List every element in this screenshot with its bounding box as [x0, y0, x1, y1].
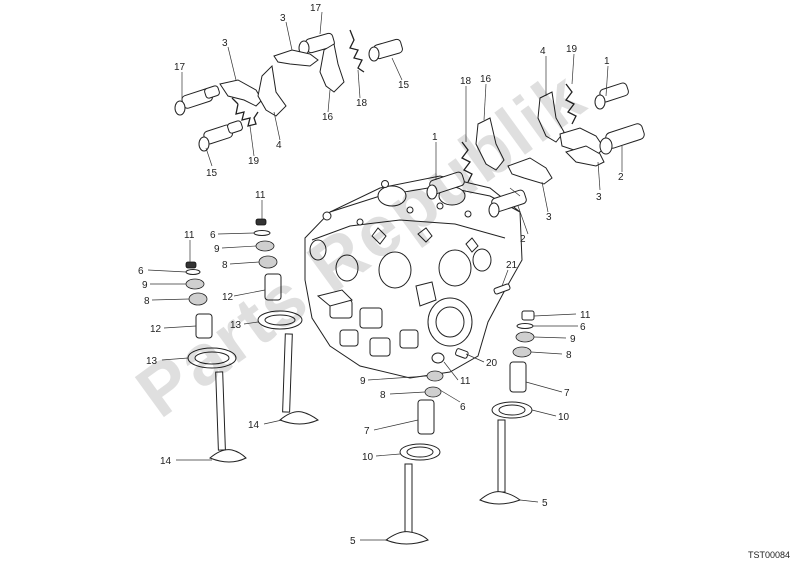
callout: 17 [310, 3, 322, 14]
callout: 17 [174, 62, 186, 73]
callout: 3 [222, 38, 228, 49]
plug-fitting [455, 348, 469, 359]
callout: 3 [280, 13, 286, 24]
callout: 14 [248, 420, 260, 431]
rocker-shaft [594, 82, 629, 110]
callout: 7 [564, 388, 570, 399]
callout: 8 [380, 390, 386, 401]
callout: 5 [350, 536, 356, 547]
drawing-code: TST00084 [748, 550, 790, 560]
callout: 11 [580, 310, 591, 321]
callout: 14 [160, 456, 172, 467]
rocker-arm [565, 145, 605, 167]
rocker-shaft [368, 38, 403, 62]
rocker-group-right [426, 82, 645, 218]
callout: 12 [222, 292, 234, 303]
callout: 16 [480, 74, 492, 85]
valve-assembly-left-a [185, 261, 247, 463]
callout: 19 [248, 156, 260, 167]
callout: 8 [144, 296, 150, 307]
rocker-shaft [599, 123, 645, 155]
cylinder-head [304, 175, 523, 379]
callout: 18 [356, 98, 368, 109]
finger-follower [475, 117, 505, 171]
rocker-shaft [198, 120, 243, 152]
callout: 4 [540, 46, 546, 57]
callout: 2 [618, 172, 624, 183]
callout: 15 [206, 168, 218, 179]
callout: 3 [596, 192, 602, 203]
rocker-arm [219, 79, 263, 107]
callout: 20 [486, 358, 498, 369]
valve-assembly-right [479, 310, 535, 505]
callout: 6 [138, 266, 144, 277]
rocker-spring [349, 29, 365, 73]
callout: 16 [322, 112, 334, 123]
callout: 1 [432, 132, 438, 143]
callout: 9 [214, 244, 220, 255]
callout: 6 [580, 322, 586, 333]
callout: 9 [142, 280, 148, 291]
callout: 7 [364, 426, 370, 437]
plug-fitting [493, 283, 511, 295]
callout: 10 [362, 452, 374, 463]
callout: 18 [460, 76, 472, 87]
callout: 15 [398, 80, 410, 91]
rocker-arm [559, 127, 605, 157]
callout-labels: 17 3 3 17 16 18 15 4 19 15 4 19 1 18 16 … [138, 3, 624, 547]
rocker-group-left [174, 29, 403, 152]
callout: 9 [570, 334, 576, 345]
finger-follower [257, 64, 287, 117]
rocker-shaft [488, 189, 527, 218]
callout: 21 [506, 260, 518, 271]
callout: 8 [566, 350, 572, 361]
callout: 1 [604, 56, 610, 67]
callout: 11 [184, 230, 195, 241]
callout: 19 [566, 44, 578, 55]
finger-follower [319, 43, 345, 93]
callout: 11 [255, 190, 266, 201]
callout: 13 [146, 356, 158, 367]
valve-assembly-left-b [253, 218, 319, 425]
callout: 5 [542, 498, 548, 509]
callout: 12 [150, 324, 162, 335]
callout: 9 [360, 376, 366, 387]
leader-lines [147, 11, 623, 541]
callout: 8 [222, 260, 228, 271]
rocker-spring [461, 141, 473, 183]
callout: 2 [520, 234, 526, 245]
rocker-shaft [174, 85, 220, 116]
rocker-spring [565, 83, 577, 125]
callout: 11 [460, 376, 471, 387]
callout: 3 [546, 212, 552, 223]
callout: 13 [230, 320, 242, 331]
rocker-spring [231, 97, 259, 127]
callout: 4 [276, 140, 282, 151]
rocker-shaft [426, 171, 465, 200]
callout: 6 [460, 402, 466, 413]
valve-assembly-center [384, 352, 445, 545]
rocker-arm [273, 49, 319, 67]
callout: 10 [558, 412, 570, 423]
callout: 6 [210, 230, 216, 241]
rocker-arm [507, 157, 553, 185]
